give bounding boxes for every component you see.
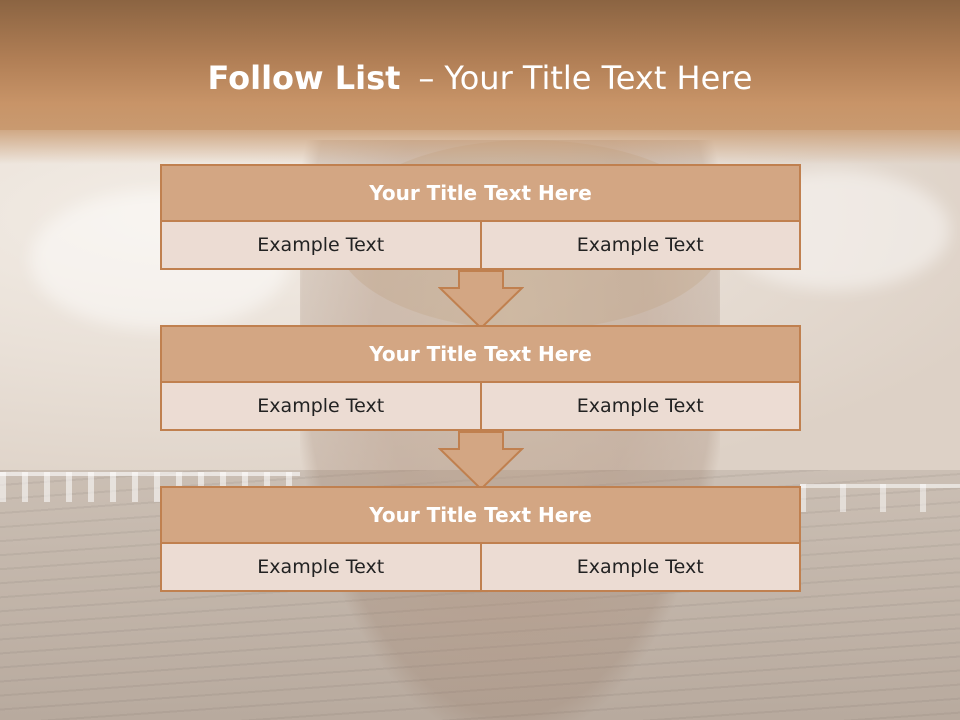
header-band [0, 0, 960, 130]
list-block-1: Your Title Text Here Example Text Exampl… [160, 164, 801, 270]
block-title: Your Title Text Here [162, 488, 799, 544]
block-row: Example Text Example Text [162, 383, 799, 429]
title-rest: Your Title Text Here [444, 59, 753, 97]
list-block-2: Your Title Text Here Example Text Exampl… [160, 325, 801, 431]
slide-title: Follow List – Your Title Text Here [0, 50, 960, 106]
title-bold-part: Follow List [207, 59, 401, 97]
block-cell-right: Example Text [479, 544, 799, 590]
down-arrow-icon [438, 431, 524, 491]
block-title: Your Title Text Here [162, 166, 799, 222]
block-cell-left: Example Text [162, 222, 480, 268]
down-arrow-icon [438, 270, 524, 330]
header-fade [0, 128, 960, 164]
block-cell-left: Example Text [162, 544, 480, 590]
block-row: Example Text Example Text [162, 544, 799, 590]
pier-railing-right [800, 484, 960, 512]
block-cell-right: Example Text [479, 383, 799, 429]
block-cell-left: Example Text [162, 383, 480, 429]
block-row: Example Text Example Text [162, 222, 799, 268]
list-block-3: Your Title Text Here Example Text Exampl… [160, 486, 801, 592]
block-cell-right: Example Text [479, 222, 799, 268]
block-title: Your Title Text Here [162, 327, 799, 383]
title-separator: – [418, 59, 435, 97]
